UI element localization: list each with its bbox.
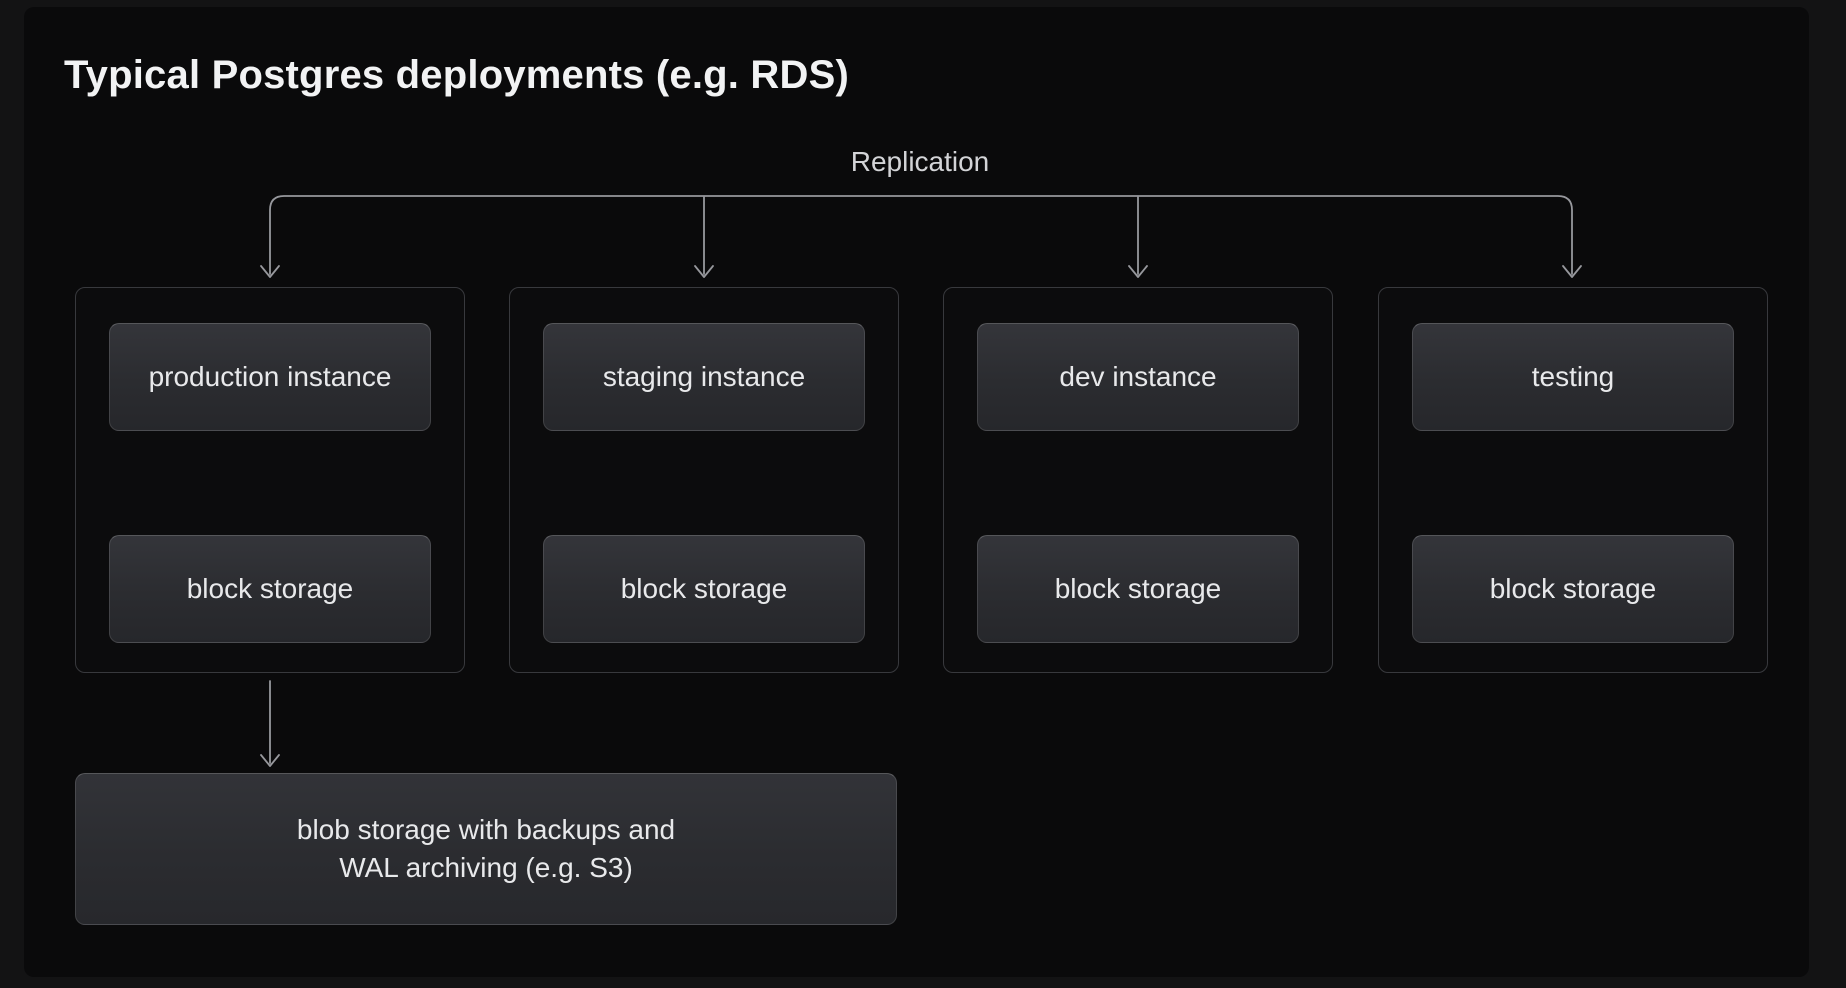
node-label: block storage <box>1054 573 1222 604</box>
group-staging: staging instance block storage <box>509 287 899 673</box>
group-production: production instance block storage <box>75 287 465 673</box>
node-block-storage: block storage <box>543 535 865 643</box>
node-testing-instance: testing <box>1412 323 1734 431</box>
replication-label: Replication <box>850 146 990 177</box>
node-block-storage: block storage <box>109 535 431 643</box>
node-label: block storage <box>1489 573 1657 604</box>
group-dev: dev instance block storage <box>943 287 1333 673</box>
node-block-storage: block storage <box>977 535 1299 643</box>
node-label: testing <box>1531 361 1615 392</box>
node-label: staging instance <box>602 361 806 392</box>
node-block-storage: block storage <box>1412 535 1734 643</box>
node-label: block storage <box>620 573 788 604</box>
blob-storage-line2: WAL archiving (e.g. S3) <box>339 852 633 883</box>
blob-storage-line1: blob storage with backups and <box>296 814 676 846</box>
node-label: block storage <box>186 573 354 604</box>
node-staging-instance: staging instance <box>543 323 865 431</box>
group-testing: testing block storage <box>1378 287 1768 673</box>
node-label: dev instance <box>1059 361 1217 392</box>
node-blob-storage: blob storage with backups and WAL archiv… <box>75 773 897 925</box>
node-label: production instance <box>148 361 392 392</box>
node-production-instance: production instance <box>109 323 431 431</box>
node-dev-instance: dev instance <box>977 323 1299 431</box>
diagram-title: Typical Postgres deployments (e.g. RDS) <box>64 53 850 97</box>
